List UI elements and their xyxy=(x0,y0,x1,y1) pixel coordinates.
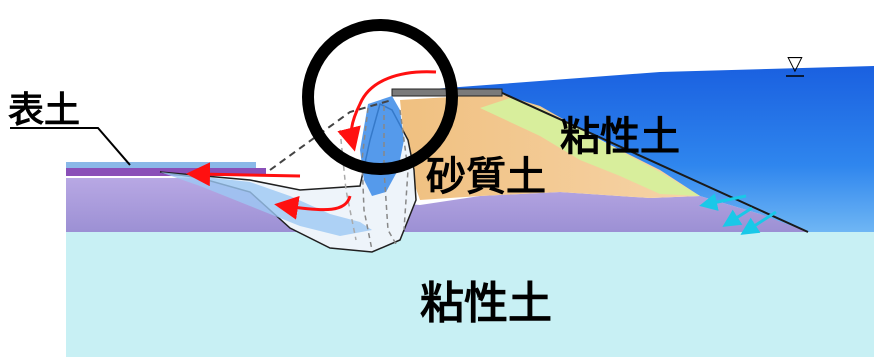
seepage-arrow-3 xyxy=(740,210,777,235)
flow-arrow-left-lower xyxy=(274,195,352,220)
label-sandy-soil: 砂質土 xyxy=(426,154,546,200)
label-surface-soil: 表土 xyxy=(8,90,80,131)
seepage-arrow-2 xyxy=(722,206,753,227)
surface-soil-strip-top xyxy=(66,162,256,168)
flow-arrow-left-upper xyxy=(186,162,301,187)
overflow-arrow-top xyxy=(337,70,437,152)
foundation-clay-layer xyxy=(66,232,874,357)
flowing-water-left xyxy=(160,172,372,236)
clay-embankment-part xyxy=(480,98,700,196)
cropped-heading xyxy=(0,0,380,14)
highlight-circle-icon xyxy=(302,19,458,175)
river-water xyxy=(392,66,874,232)
water-level-symbol: ▽ xyxy=(787,51,803,75)
surface-soil-leader-line xyxy=(10,127,131,166)
label-clay-upper: 粘性土 xyxy=(560,114,680,160)
seepage-arrow-1 xyxy=(699,193,747,211)
original-slope-dashed xyxy=(269,99,393,171)
scour-outline-dashed-3 xyxy=(399,109,409,231)
scour-outline-dashed-2 xyxy=(383,106,397,245)
label-clay-lower: 粘性土 xyxy=(420,278,552,329)
